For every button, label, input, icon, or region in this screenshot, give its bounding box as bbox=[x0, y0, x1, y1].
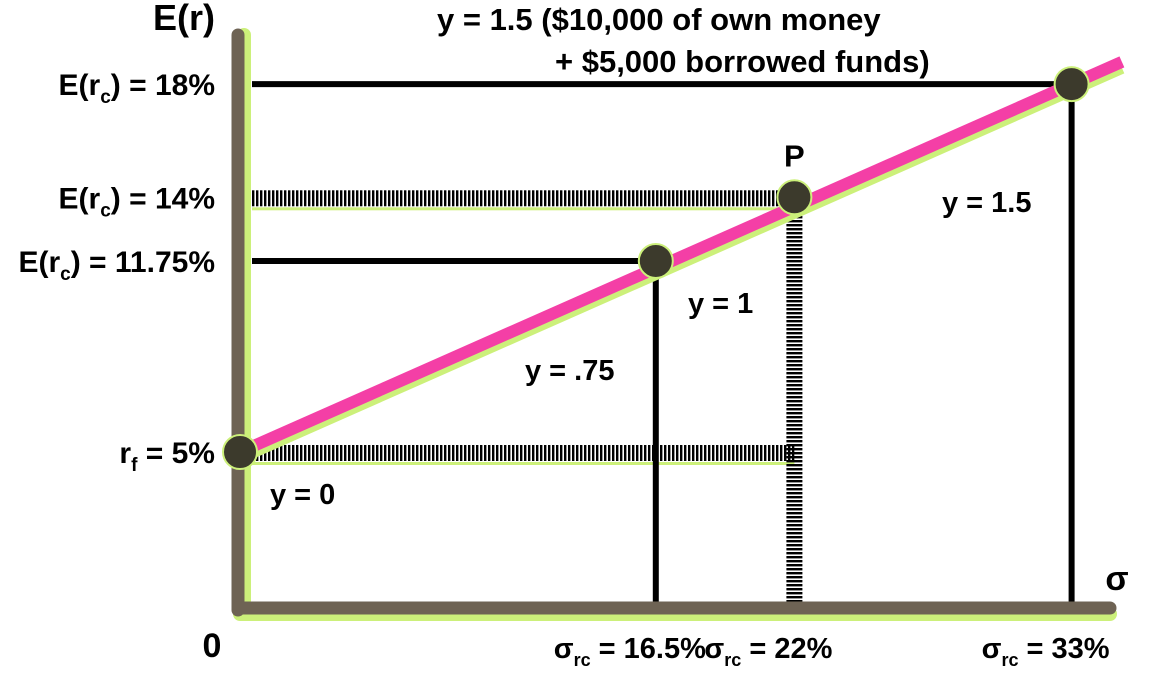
data-point-0 bbox=[222, 434, 258, 470]
horizontal-guide-highlight bbox=[252, 462, 795, 465]
y-value-label-2: E(rc) = 14% bbox=[59, 182, 216, 221]
horizontal-guide-hatched bbox=[252, 190, 795, 207]
data-point-1 bbox=[637, 242, 674, 279]
x-value-label-3: σrc = 33% bbox=[982, 633, 1110, 670]
data-point-2 bbox=[776, 179, 813, 216]
horizontal-guide-highlight bbox=[252, 207, 795, 211]
allocation-label-2: y = 1 bbox=[688, 288, 753, 320]
data-point-3 bbox=[1053, 66, 1090, 103]
x-value-label-2: σrc = 22% bbox=[704, 633, 832, 670]
point-label-2: P bbox=[784, 138, 805, 173]
x-axis-title: σ bbox=[1105, 560, 1128, 598]
annotation-line-1: y = 1.5 ($10,000 of own money bbox=[437, 2, 881, 37]
allocation-label-3: y = 1.5 bbox=[942, 187, 1032, 219]
origin-label: 0 bbox=[203, 627, 222, 665]
y-axis-title: E(r) bbox=[153, 0, 215, 38]
y-value-label-0: rf = 5% bbox=[119, 437, 215, 476]
horizontal-guide-hatched bbox=[252, 445, 795, 461]
allocation-label-0: y = 0 bbox=[270, 479, 335, 511]
y-value-label-3: E(rc) = 18% bbox=[59, 69, 216, 108]
cal-line bbox=[237, 56, 1125, 458]
y-value-label-1: E(rc) = 11.75% bbox=[18, 246, 215, 285]
vertical-guide-hatched bbox=[786, 197, 803, 603]
x-value-label-1: σrc = 16.5% bbox=[554, 633, 706, 670]
allocation-label-1: y = .75 bbox=[525, 355, 615, 387]
annotation-line-2: + $5,000 borrowed funds) bbox=[555, 44, 930, 79]
